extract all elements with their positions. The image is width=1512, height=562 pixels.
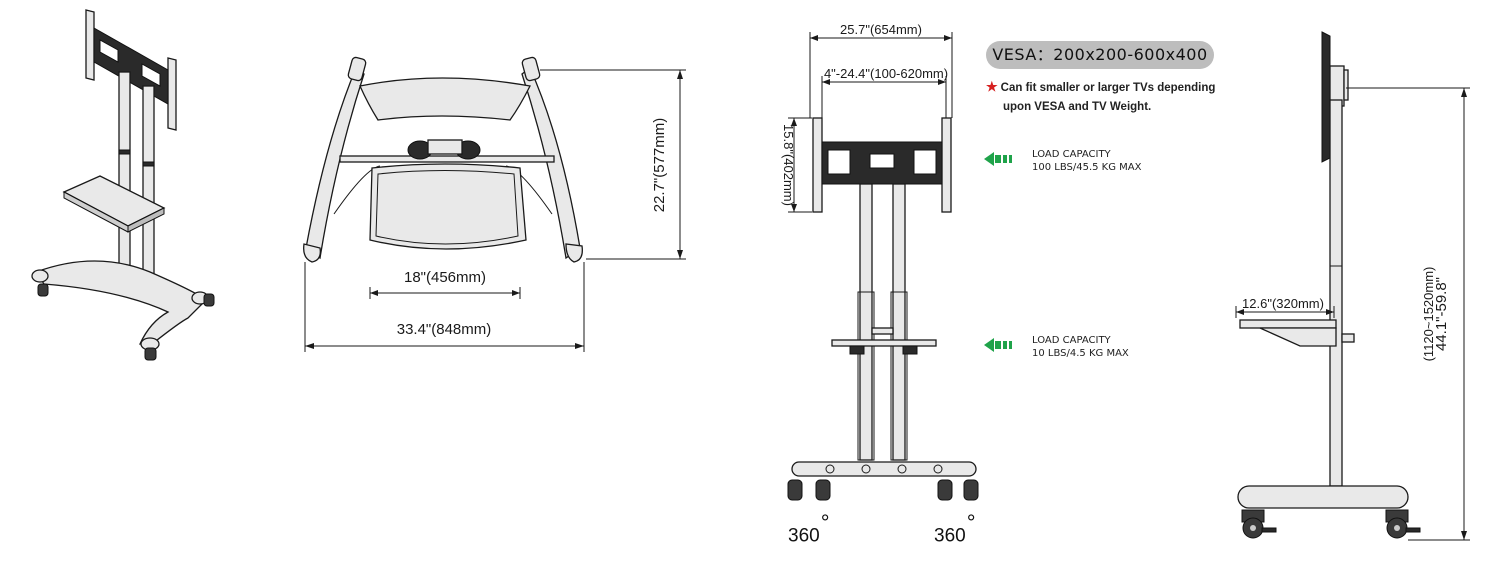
- load-capacity-shelf: LOAD CAPACITY 10 LBS/4.5 KG MAX: [984, 334, 1129, 360]
- green-arrow-icon: [984, 338, 1012, 352]
- front-bracket-left-rail: [812, 117, 823, 213]
- fit-note-line2: upon VESA and TV Weight.: [1003, 101, 1152, 113]
- iso-column-right: [142, 85, 155, 293]
- iso-bracket-right-rail: [167, 57, 177, 131]
- load-capacity-tv-title: LOAD CAPACITY: [1032, 149, 1111, 160]
- star-icon: ★: [986, 79, 998, 94]
- top-crossbar: [339, 155, 555, 163]
- side-height-range-in: 44.1"-59.8": [1433, 277, 1450, 351]
- front-column-left: [859, 183, 873, 461]
- side-shelf: [1239, 319, 1337, 329]
- top-shelf-width-label: 18"(456mm): [404, 269, 486, 286]
- side-shelf-depth-label: 12.6"(320mm): [1242, 296, 1324, 311]
- side-column: [1329, 99, 1343, 487]
- iso-wheel: [203, 293, 215, 307]
- front-wheel: [937, 479, 953, 501]
- top-arm-left: [305, 66, 365, 260]
- top-view: 18"(456mm) 33.4"(848mm) 22.7"(577mm): [303, 56, 686, 352]
- vesa-badge: VESA：200x200-600x400: [986, 41, 1214, 69]
- side-view: 12.6"(320mm) 44.1"-59.8" (1120~1520mm): [1235, 31, 1470, 541]
- front-wheel: [963, 479, 979, 501]
- front-view: 25.7"(654mm) 4"-24.4"(100-620mm) 15.8"(4…: [781, 22, 979, 501]
- top-arm-right: [521, 66, 581, 260]
- load-capacity-tv-value: 100 LBS/45.5 KG MAX: [1032, 162, 1142, 173]
- side-height-range-mm: (1120~1520mm): [1421, 267, 1436, 362]
- iso-base: [35, 260, 207, 345]
- front-shelf: [831, 339, 937, 347]
- wheel-rotation-right: 360°: [934, 510, 976, 547]
- side-base: [1237, 485, 1409, 509]
- front-bracket-right-rail: [941, 117, 952, 213]
- front-base: [791, 461, 977, 477]
- green-arrow-icon: [984, 152, 1012, 166]
- load-capacity-shelf-title: LOAD CAPACITY: [1032, 335, 1111, 346]
- iso-bracket-left-rail: [85, 9, 95, 81]
- front-column-right: [892, 183, 906, 461]
- front-vesa-range-label: 4"-24.4"(100-620mm): [824, 66, 948, 81]
- wheel-rotation-right-value: 360: [934, 525, 966, 547]
- fit-note-line1: Can fit smaller or larger TVs depending: [1000, 82, 1216, 94]
- load-capacity-shelf-value: 10 LBS/4.5 KG MAX: [1032, 348, 1129, 359]
- degree-icon: °: [820, 510, 830, 535]
- front-bracket-width-label: 25.7"(654mm): [840, 22, 922, 37]
- top-width-label: 33.4"(848mm): [397, 321, 492, 338]
- wheel-rotation-left-value: 360: [788, 525, 820, 547]
- wheel-rotation-left: 360°: [788, 510, 830, 547]
- front-wheel: [787, 479, 803, 501]
- degree-icon: °: [966, 510, 976, 535]
- load-capacity-tv: LOAD CAPACITY 100 LBS/45.5 KG MAX: [984, 148, 1142, 174]
- fit-note: ★Can fit smaller or larger TVs depending…: [986, 77, 1215, 117]
- top-shelf: [369, 163, 527, 250]
- front-wheel: [815, 479, 831, 501]
- top-depth-label: 22.7"(577mm): [651, 118, 668, 213]
- front-bracket-height-label: 15.8"(402mm): [781, 124, 796, 206]
- iso-wheel: [37, 283, 49, 297]
- iso-wheel: [144, 347, 157, 361]
- top-arch: [359, 77, 531, 121]
- side-tv-panel: [1321, 31, 1331, 163]
- iso-bracket-plate: [93, 27, 169, 105]
- iso-column-left: [118, 71, 131, 293]
- isometric-view: [31, 9, 215, 361]
